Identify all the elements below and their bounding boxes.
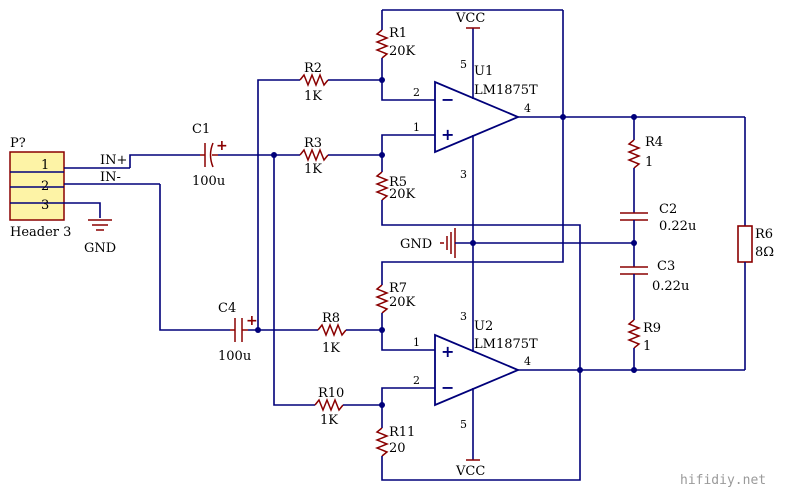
r2-ref: R2 — [304, 61, 322, 76]
header-pin-3: 3 — [41, 198, 49, 213]
u2-pin-inv: 2 — [413, 374, 420, 387]
u2-pin-top: 3 — [460, 310, 467, 323]
r10-ref: R10 — [318, 386, 344, 401]
r7-value: 20K — [389, 295, 416, 310]
u2-pin-out: 4 — [524, 355, 531, 368]
vcc-label-top: VCC — [455, 11, 485, 26]
svg-text:+: + — [246, 313, 258, 329]
net-in-plus: IN+ — [100, 153, 127, 168]
capacitor-c3: C3 0.22u — [620, 259, 689, 294]
r10-value: 1K — [320, 413, 338, 428]
r2-value: 1K — [304, 89, 322, 104]
svg-text:+: + — [216, 138, 228, 154]
r11-value: 20 — [389, 441, 406, 456]
u2-pin-bot: 5 — [460, 418, 467, 431]
c3-value: 0.22u — [652, 279, 689, 294]
resistor-r11: R11 20 — [374, 425, 415, 457]
resistor-r2: R2 1K — [299, 61, 329, 104]
svg-text:−: − — [441, 90, 454, 109]
resistor-r5: R5 20K — [374, 171, 416, 202]
r8-value: 1K — [322, 341, 340, 356]
resistor-r9: R9 1 — [626, 319, 661, 354]
resistor-r10: R10 1K — [314, 386, 344, 428]
capacitor-c1: + C1 100u — [192, 122, 228, 189]
c3-ref: C3 — [657, 259, 675, 274]
capacitor-c4: + C4 100u — [218, 301, 258, 364]
gnd-symbol-mid: GND — [400, 228, 456, 258]
r1-ref: R1 — [389, 26, 407, 41]
r8-ref: R8 — [322, 311, 340, 326]
net-in-minus: IN- — [100, 170, 121, 185]
u1-pin-top: 5 — [460, 58, 467, 71]
svg-text:+: + — [441, 125, 454, 144]
r5-ref: R5 — [389, 175, 407, 190]
u1-pin-inv: 2 — [413, 86, 420, 99]
gnd-symbol-left: GND — [84, 219, 116, 256]
opamp-u2: + − 1 2 4 3 5 U2 LM1875T — [413, 310, 538, 431]
watermark: hifidiy.net — [680, 473, 766, 488]
u1-pin-out: 4 — [524, 102, 531, 115]
u2-part: LM1875T — [474, 337, 538, 352]
r6-value: 8Ω — [755, 245, 774, 260]
capacitor-c2: C2 0.22u — [620, 202, 696, 234]
r3-ref: R3 — [304, 136, 322, 151]
c4-ref: C4 — [218, 301, 236, 316]
header-connector: P? 1 2 3 Header 3 — [9, 136, 71, 240]
svg-text:−: − — [441, 378, 454, 397]
r5-value: 20K — [389, 187, 416, 202]
vcc-label-bottom: VCC — [455, 464, 485, 479]
gnd-label-mid: GND — [400, 237, 432, 252]
header-name: Header 3 — [10, 225, 71, 240]
header-pin-2: 2 — [41, 179, 49, 194]
r11-ref: R11 — [389, 425, 415, 440]
resistor-r7: R7 20K — [374, 281, 416, 314]
r9-value: 1 — [643, 339, 651, 354]
resistor-r4: R4 1 — [626, 135, 663, 170]
r4-ref: R4 — [645, 135, 663, 150]
c2-ref: C2 — [659, 202, 677, 217]
r1-value: 20K — [389, 44, 416, 59]
c1-value: 100u — [192, 174, 225, 189]
opamp-u1: − + 2 1 4 5 3 U1 LM1875T — [413, 58, 538, 181]
resistor-r8: R8 1K — [317, 311, 347, 356]
header-pin-1: 1 — [41, 158, 49, 173]
resistor-r1: R1 20K — [374, 26, 416, 59]
c2-value: 0.22u — [659, 219, 696, 234]
resistor-r6-load: R6 8Ω — [737, 117, 774, 370]
svg-text:+: + — [441, 342, 454, 361]
header-ref: P? — [10, 136, 26, 151]
c1-ref: C1 — [192, 122, 210, 137]
r4-value: 1 — [645, 155, 653, 170]
r3-value: 1K — [304, 162, 322, 177]
gnd-label-left: GND — [84, 241, 116, 256]
r7-ref: R7 — [389, 281, 407, 296]
resistor-r3: R3 1K — [299, 136, 329, 177]
u1-part: LM1875T — [474, 83, 538, 98]
c4-value: 100u — [218, 349, 251, 364]
u2-pin-non: 1 — [413, 336, 420, 349]
u2-ref: U2 — [474, 319, 493, 334]
u1-ref: U1 — [474, 64, 493, 79]
u1-pin-non: 1 — [413, 121, 420, 134]
r6-ref: R6 — [755, 227, 773, 242]
u1-pin-bot: 3 — [460, 168, 467, 181]
r9-ref: R9 — [643, 321, 661, 336]
